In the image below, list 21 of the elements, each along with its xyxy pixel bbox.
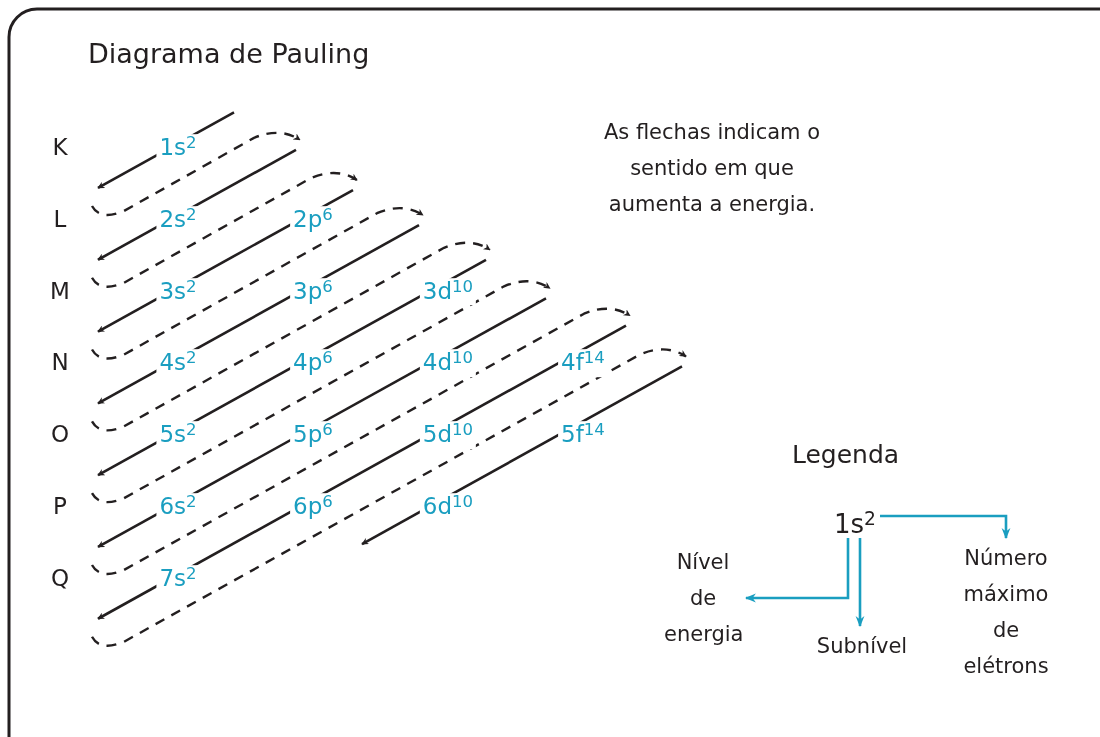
- legend-text: Subnível: [816, 628, 908, 664]
- arrow: [855, 538, 865, 628]
- legend-heading: Legenda: [792, 440, 900, 470]
- shell-letter: L: [53, 206, 67, 234]
- sublevel-label: 3d$^{10}$: [419, 277, 477, 306]
- sublevel-label: 4f$^{14}$: [558, 349, 608, 378]
- sublevel-label: 4d$^{10}$: [419, 349, 477, 378]
- note-text: As flechas indicam o sentido em que aumenta a energia.: [602, 119, 822, 218]
- arrow: [744, 538, 850, 603]
- example-sublevel: 1s$^{2}$: [834, 506, 876, 542]
- legend-text: Número máximo de elétrons: [954, 540, 1058, 684]
- diagram-title: Diagrama de Pauling: [88, 38, 370, 71]
- arrow: [880, 514, 1011, 540]
- shell-letter: O: [50, 421, 70, 449]
- shell-letter: N: [51, 349, 69, 378]
- shell-letter: Q: [50, 565, 70, 593]
- shell-letter: M: [50, 277, 70, 306]
- shell-letter: K: [52, 134, 68, 162]
- shell-letter: P: [53, 493, 67, 521]
- sublevel-label: 5d$^{10}$: [419, 421, 477, 449]
- legend-text: Nível de energia: [664, 544, 742, 652]
